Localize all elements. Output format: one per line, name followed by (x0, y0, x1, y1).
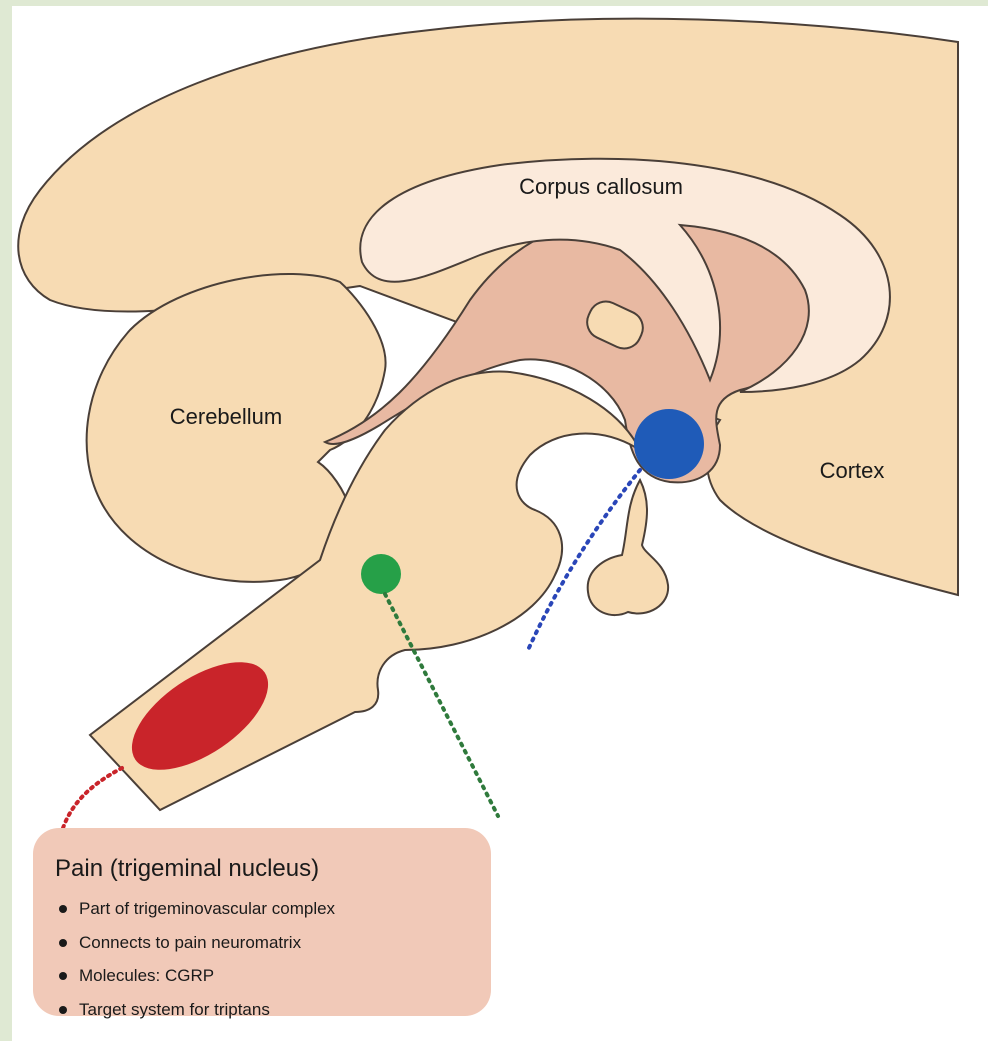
list-item-text: Molecules: CGRP (79, 966, 214, 985)
green-region-marker (361, 554, 401, 594)
bullet-icon (59, 939, 67, 947)
bullet-icon (59, 972, 67, 980)
corpus-callosum-label: Corpus callosum (519, 174, 683, 199)
list-item-text: Part of trigeminovascular complex (79, 899, 335, 918)
list-item: Target system for triptans (55, 993, 491, 1027)
pituitary-shape (588, 480, 668, 615)
info-box-title: Pain (trigeminal nucleus) (55, 854, 491, 884)
blue-region-marker (634, 409, 704, 479)
left-edge-tint (0, 0, 12, 1041)
top-edge-tint (0, 0, 988, 6)
pain-info-box: Pain (trigeminal nucleus) Part of trigem… (33, 828, 491, 1016)
list-item-text: Connects to pain neuromatrix (79, 933, 301, 952)
info-box-list: Part of trigeminovascular complex Connec… (55, 892, 491, 1026)
cortex-label: Cortex (820, 458, 885, 483)
list-item-text: Target system for triptans (79, 1000, 270, 1019)
list-item: Part of trigeminovascular complex (55, 892, 491, 926)
bullet-icon (59, 905, 67, 913)
list-item: Molecules: CGRP (55, 959, 491, 993)
cerebellum-label: Cerebellum (170, 404, 283, 429)
bullet-icon (59, 1006, 67, 1014)
list-item: Connects to pain neuromatrix (55, 926, 491, 960)
